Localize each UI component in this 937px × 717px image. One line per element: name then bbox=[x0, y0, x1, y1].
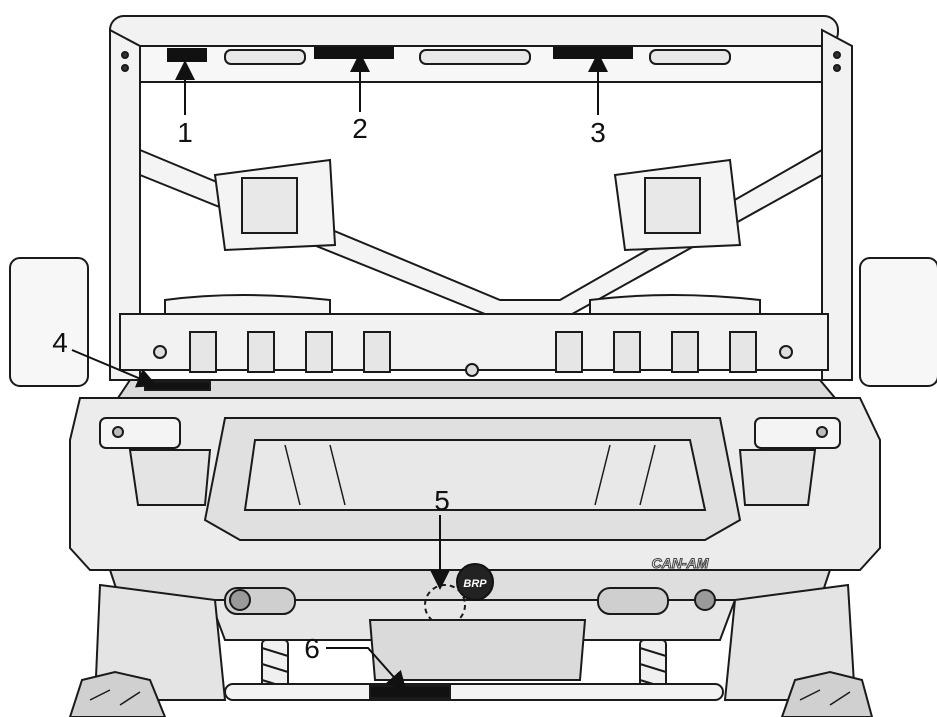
brp-logo: BRP bbox=[456, 563, 494, 601]
tail-light-right bbox=[597, 587, 669, 615]
callout-label-1: 1 bbox=[177, 117, 193, 148]
seats bbox=[164, 158, 761, 319]
label-area-2 bbox=[314, 47, 394, 59]
label-area-6 bbox=[369, 685, 451, 699]
arrow-4 bbox=[71, 349, 158, 388]
label-area-1 bbox=[167, 48, 207, 62]
label-area-3 bbox=[553, 47, 633, 59]
right-mirror bbox=[859, 257, 937, 387]
brand-text: CAN-AM bbox=[652, 555, 709, 571]
side-mirrors bbox=[9, 257, 937, 387]
muffler bbox=[368, 619, 587, 681]
tire-left bbox=[68, 670, 167, 717]
label-area-4 bbox=[144, 381, 211, 391]
left-mirror bbox=[9, 257, 89, 387]
tire-right bbox=[780, 670, 874, 717]
callout-label-6: 6 bbox=[304, 633, 320, 664]
callout-label-2: 2 bbox=[352, 113, 368, 144]
hitch-bar bbox=[224, 683, 724, 701]
callout-arrows bbox=[71, 52, 608, 692]
brp-logo-text: BRP bbox=[463, 578, 487, 590]
tailgate-latch-right bbox=[754, 417, 841, 449]
cargo-bed-rim bbox=[116, 379, 838, 399]
tailgate bbox=[69, 397, 881, 571]
callout-label-3: 3 bbox=[590, 117, 606, 148]
callout-labels: 1 2 3 4 5 6 bbox=[52, 113, 606, 664]
tailgate-latch-left bbox=[99, 417, 181, 449]
callout-label-5: 5 bbox=[434, 485, 450, 516]
tires bbox=[68, 670, 874, 717]
undercarriage bbox=[93, 583, 857, 701]
arrow-6 bbox=[326, 647, 407, 692]
callout-label-4: 4 bbox=[52, 327, 68, 358]
cab-rear-panel bbox=[119, 313, 829, 377]
